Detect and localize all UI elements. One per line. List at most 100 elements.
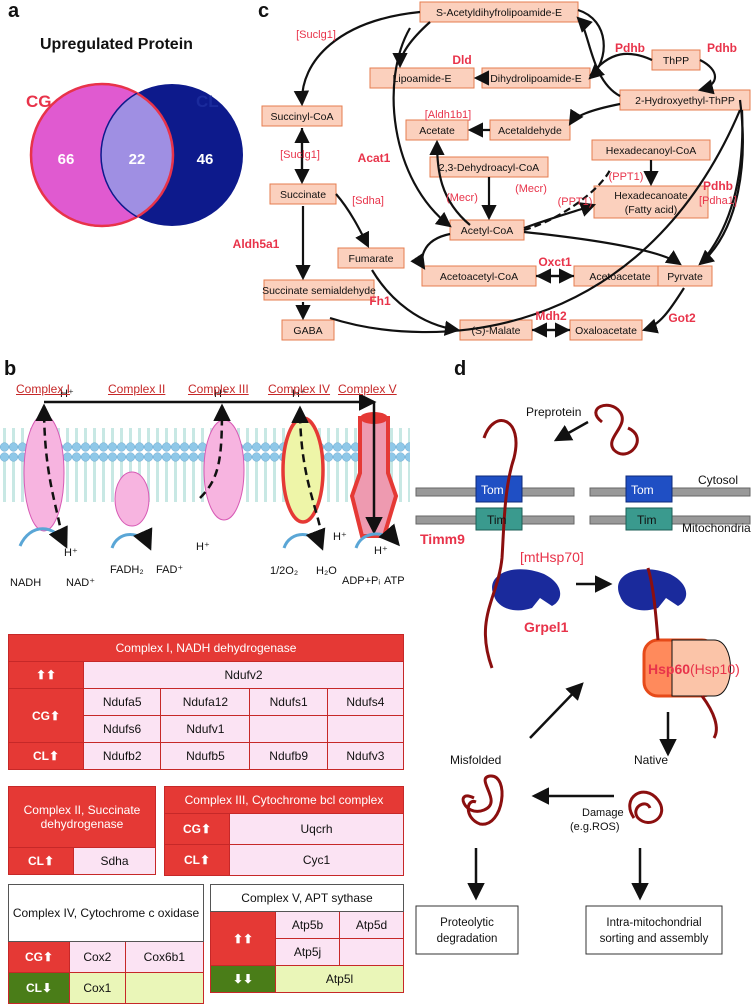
node-dihydrolipoamide: Dihydrolipoamide-E (490, 73, 582, 85)
table-complex-iii: Complex III, Cytochrome bcl complex CG⬆U… (164, 786, 404, 876)
node-acetyl-coa: Acetyl-CoA (461, 225, 514, 237)
label-h-top-4: H⁺ (292, 388, 306, 400)
node-lipoamide: Lipoamide-E (393, 73, 452, 85)
label-h-bot-1: H⁺ (64, 547, 78, 559)
node-gaba: GABA (293, 325, 322, 337)
panel-c-letter: c (258, 0, 270, 22)
venn-right-count: 46 (197, 151, 214, 168)
enzyme-pdhb-1: Pdhb (615, 41, 645, 55)
complex-ii-shape (114, 471, 150, 527)
enzyme-pdha1: [Pdha1] (699, 195, 737, 207)
label-h-bot-5: H⁺ (374, 545, 388, 557)
label-h-bot-4: H⁺ (333, 531, 347, 543)
enzyme-aldh5a1: Aldh5a1 (233, 237, 280, 251)
node-hexadecanoyl-coa: Hexadecanoyl-CoA (606, 145, 696, 157)
protein-import-diagram: Preprotein Cytosol Mitochondria Tom Tom … (415, 403, 751, 955)
enzyme-oxct1: Oxct1 (538, 255, 572, 269)
label-adp: ADP+Pᵢ (342, 575, 380, 587)
venn-title: Upregulated Protein (40, 36, 193, 53)
label-fadh2: FADH₂ (110, 564, 144, 576)
node-dehydroacyl-coa: 2,3-Dehydroacyl-CoA (439, 162, 539, 174)
complex-iv-label: Complex IV (268, 382, 331, 396)
pathway-diagram: S-Acetyldihyfrolipoamide-E Lipoamide-E D… (233, 1, 751, 341)
enzyme-sdha: [Sdha] (352, 195, 384, 207)
proteolytic-box (415, 905, 519, 955)
table-complex-i: Complex I, NADH dehydrogenase ⬆⬆Ndufv2 C… (8, 634, 405, 770)
label-nadh: NADH (10, 577, 41, 589)
enzyme-ppt1-a: (PPT1) (609, 171, 644, 183)
node-pyruvate: Pyrvate (667, 271, 703, 283)
label-fad: FAD⁺ (156, 564, 183, 576)
tim-channel-2 (625, 507, 673, 531)
arrow-sadl-succcoa (293, 10, 421, 107)
venn-left-count: 66 (58, 151, 75, 168)
label-timm9: Timm9 (420, 531, 465, 547)
label-preprotein: Preprotein (526, 405, 581, 419)
enzyme-aldh1b1: [Aldh1b1] (425, 109, 471, 121)
node-acetate: Acetate (419, 125, 455, 137)
node-thpp: ThPP (663, 55, 689, 67)
label-h-top-3: H⁺ (214, 388, 228, 400)
label-tim-2: Tim (637, 513, 657, 527)
label-misfolded: Misfolded (450, 753, 501, 767)
venn-cl-label: CL (196, 92, 219, 111)
table-title: Complex I, NADH dehydrogenase (8, 634, 404, 662)
complex-iv-shape (281, 416, 325, 524)
node-acetoacetyl-coa: Acetoacetyl-CoA (440, 271, 518, 283)
enzyme-got2: Got2 (668, 311, 696, 325)
preprotein-chain (594, 403, 639, 456)
enzyme-mdh2: Mdh2 (535, 309, 567, 323)
label-intra-mito: Intra-mitochondrial (606, 917, 701, 929)
venn-cg-label: CG (26, 92, 52, 111)
label-hsp10: (Hsp10) (690, 661, 740, 677)
venn-overlap-count: 22 (129, 151, 146, 168)
table-complex-ii: Complex II, Succinate dehydrogenase CL⬆S… (8, 786, 156, 875)
node-sadl: S-Acetyldihyfrolipoamide-E (436, 7, 562, 19)
enzyme-pdhb-2: Pdhb (707, 41, 737, 55)
complex-iii-shape (203, 419, 245, 521)
table-complex-iv: Complex IV, Cytochrome c oxidase CG⬆Cox2… (8, 884, 205, 1004)
node-fatty-acid: (Fatty acid) (625, 204, 678, 216)
label-nad: NAD⁺ (66, 577, 95, 589)
node-succinate: Succinate (280, 189, 326, 201)
label-damage-example: (e.g.ROS) (570, 821, 620, 833)
node-fumarate: Fumarate (349, 253, 394, 265)
node-malate: (S)-Malate (471, 325, 520, 337)
enzyme-mecr-2: (Mecr) (515, 183, 547, 195)
enzyme-ppt1-b: (PPT1) (558, 196, 593, 208)
enzyme-dld: Dld (452, 53, 471, 67)
complex-i-label: Complex I (16, 382, 71, 396)
label-atp: ATP (384, 575, 405, 587)
tom-channel-2 (625, 475, 673, 503)
node-acetoacetate: Acetoacetate (589, 271, 650, 283)
label-grpel1: Grpel1 (524, 619, 569, 635)
label-h-top-1: H⁺ (60, 388, 74, 400)
label-tom-1: Tom (481, 483, 504, 497)
panel-a-letter: a (8, 0, 20, 22)
panel-d-letter: d (454, 358, 467, 380)
label-proteolytic: Proteolytic (440, 917, 494, 929)
label-cytosol: Cytosol (698, 473, 738, 487)
mthsp70-shape-1 (492, 569, 561, 611)
label-mthsp70: [mtHsp70] (520, 549, 584, 565)
label-tom-2: Tom (631, 483, 654, 497)
label-sorting: sorting and assembly (600, 933, 709, 945)
label-tim-1: Tim (487, 513, 507, 527)
tom-channel-1 (475, 475, 523, 503)
electron-transport-chain: H⁺ H⁺ H⁺ H⁺ H⁺ H⁺ H⁺ NADH NAD⁺ FADH₂ FAD… (0, 388, 410, 589)
label-native: Native (634, 753, 668, 767)
enzyme-mecr-1: (Mecr) (446, 192, 478, 204)
node-hexadecanoate: Hexadecanoate (614, 190, 688, 202)
node-oxaloacetate: Oxaloacetate (575, 325, 637, 337)
label-h-bot-3: H⁺ (196, 541, 210, 553)
enzyme-suclg1-a: [Suclg1] (296, 29, 336, 41)
complex-v-label: Complex V (338, 382, 397, 396)
label-h2o: H₂O (316, 565, 337, 577)
label-degradation: degradation (437, 933, 498, 945)
venn-diagram: 66 22 46 (29, 82, 243, 228)
node-acetaldehyde: Acetaldehyde (498, 125, 562, 137)
complex-iii-label: Complex III (188, 382, 249, 396)
panel-b-letter: b (4, 358, 17, 380)
complex-ii-label: Complex II (108, 382, 166, 396)
label-o2: 1/2O₂ (270, 565, 298, 577)
